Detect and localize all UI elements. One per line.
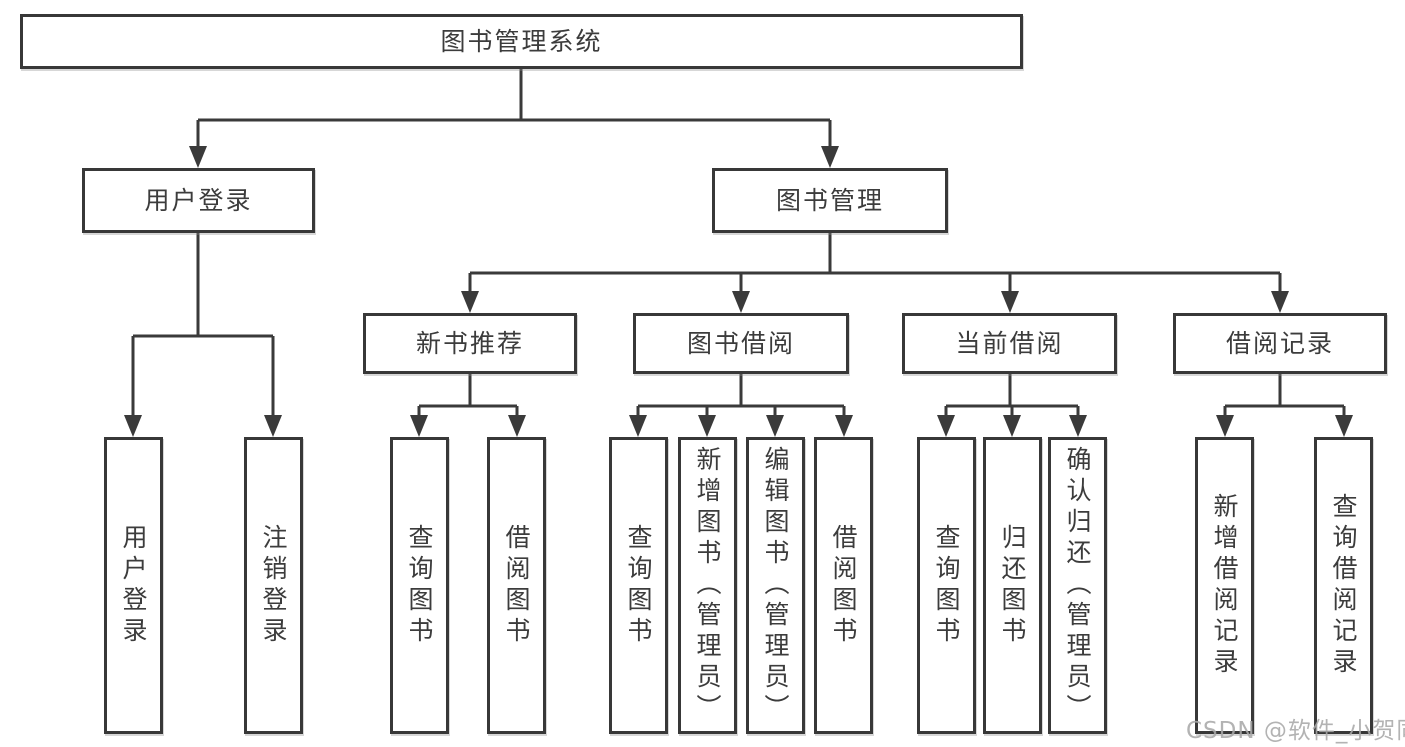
node-label: 确认归还（管理员） — [1063, 446, 1092, 725]
arrowhead — [1001, 291, 1019, 313]
node-label: 当前借阅 — [955, 329, 1064, 358]
leaf-logout: 注销登录 — [244, 437, 303, 734]
node-label: 图书管理系统 — [440, 27, 603, 56]
connector-user-login-to-leaves — [131, 233, 275, 417]
node-user-login: 用户登录 — [82, 168, 315, 233]
arrowhead — [835, 415, 853, 437]
arrowhead — [821, 146, 839, 168]
node-label: 新增借阅记录 — [1210, 492, 1239, 679]
arrowhead — [1003, 415, 1021, 437]
csdn-watermark: CSDN @软件_小贺同学 — [1186, 718, 1405, 744]
node-label: 新书推荐 — [415, 329, 524, 358]
arrowhead — [1216, 415, 1234, 437]
arrowhead — [1271, 291, 1289, 313]
arrowhead — [461, 291, 479, 313]
arrowheads — [124, 146, 1353, 437]
node-label: 用户登录 — [119, 523, 148, 648]
node-label: 查询图书 — [932, 523, 961, 648]
node-label: 注销登录 — [259, 523, 288, 648]
node-label: 新增图书（管理员） — [693, 446, 722, 725]
leaf-query-books-borrow: 查询图书 — [609, 437, 668, 734]
node-label: 查询图书 — [624, 523, 653, 648]
arrowhead — [264, 415, 282, 437]
arrowhead — [766, 415, 784, 437]
node-label: 借阅图书 — [829, 523, 858, 648]
node-book-borrowing: 图书借阅 — [633, 313, 849, 374]
leaf-borrow-books-recommend: 借阅图书 — [487, 437, 546, 734]
arrowhead — [937, 415, 955, 437]
connector-book-borrow-to-leaves — [636, 374, 846, 417]
arrowhead — [124, 415, 142, 437]
node-label: 归还图书 — [998, 523, 1027, 648]
node-library-management-system: 图书管理系统 — [20, 14, 1023, 69]
leaf-query-books-current: 查询图书 — [917, 437, 976, 734]
connector-borrow-records-to-leaves — [1223, 374, 1346, 417]
node-borrowing-records: 借阅记录 — [1173, 313, 1387, 374]
leaf-user-login: 用户登录 — [104, 437, 163, 734]
connector-new-book-to-leaves — [417, 374, 519, 417]
connector-book-management-to-level3 — [468, 233, 1282, 293]
leaf-query-borrow-record: 查询借阅记录 — [1314, 437, 1373, 734]
node-label: 查询图书 — [405, 523, 434, 648]
arrowhead — [1335, 415, 1353, 437]
node-current-borrowing: 当前借阅 — [902, 313, 1117, 374]
connector-root-to-level2 — [196, 69, 832, 148]
connector-current-borrow-to-leaves — [944, 374, 1080, 417]
arrowhead — [629, 415, 647, 437]
node-label: 借阅图书 — [502, 523, 531, 648]
leaf-add-book-admin: 新增图书（管理员） — [678, 437, 737, 734]
leaf-return-book: 归还图书 — [983, 437, 1042, 734]
node-new-book-recommendation: 新书推荐 — [363, 313, 577, 374]
arrowhead — [410, 415, 428, 437]
arrowhead — [698, 415, 716, 437]
leaf-query-books-recommend: 查询图书 — [390, 437, 449, 734]
node-book-management: 图书管理 — [712, 168, 948, 233]
arrowhead — [732, 291, 750, 313]
leaf-borrow-books: 借阅图书 — [814, 437, 873, 734]
leaf-add-borrow-record: 新增借阅记录 — [1195, 437, 1254, 734]
node-label: 借阅记录 — [1225, 329, 1334, 358]
node-label: 查询借阅记录 — [1329, 492, 1358, 679]
leaf-confirm-return-admin: 确认归还（管理员） — [1048, 437, 1107, 734]
node-label: 用户登录 — [144, 186, 253, 215]
node-label: 编辑图书（管理员） — [761, 446, 790, 725]
node-label: 图书借阅 — [686, 329, 795, 358]
arrowhead — [1069, 415, 1087, 437]
leaf-edit-book-admin: 编辑图书（管理员） — [746, 437, 805, 734]
arrowhead — [508, 415, 526, 437]
node-label: 图书管理 — [775, 186, 884, 215]
arrowhead — [189, 146, 207, 168]
